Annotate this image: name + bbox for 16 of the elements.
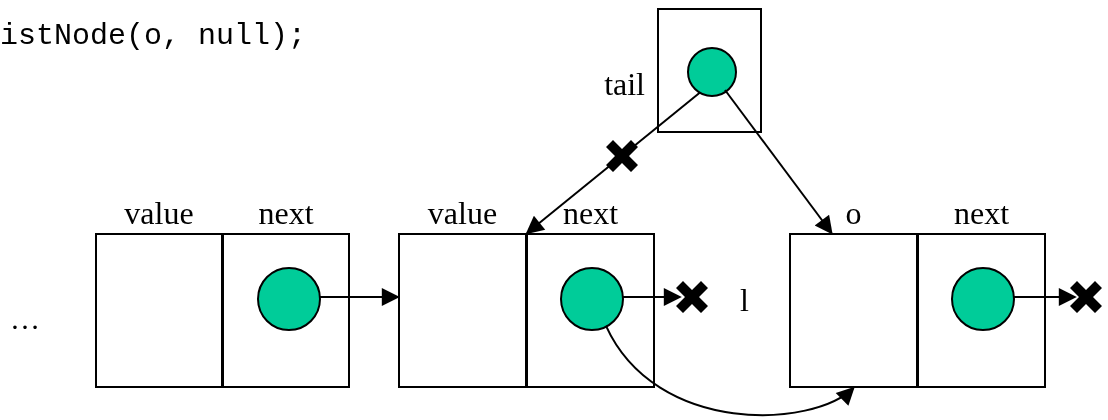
field-label: next: [953, 194, 1010, 233]
arrow: [724, 89, 833, 235]
field-label: next: [562, 194, 619, 233]
ellipsis-text: …: [10, 301, 40, 337]
pointer-box: [657, 8, 762, 133]
arrow: [605, 324, 855, 417]
arrow: [621, 288, 682, 306]
arrow: [318, 288, 400, 306]
field-label: next: [258, 194, 314, 233]
field-label: o: [845, 194, 862, 233]
variable-label: tail: [604, 65, 645, 104]
code-text: istNode(o, null);: [0, 18, 307, 55]
arrow: [1012, 288, 1077, 306]
variable-label: l: [740, 281, 749, 320]
field-label: value: [124, 194, 194, 233]
field-label: value: [427, 194, 498, 233]
